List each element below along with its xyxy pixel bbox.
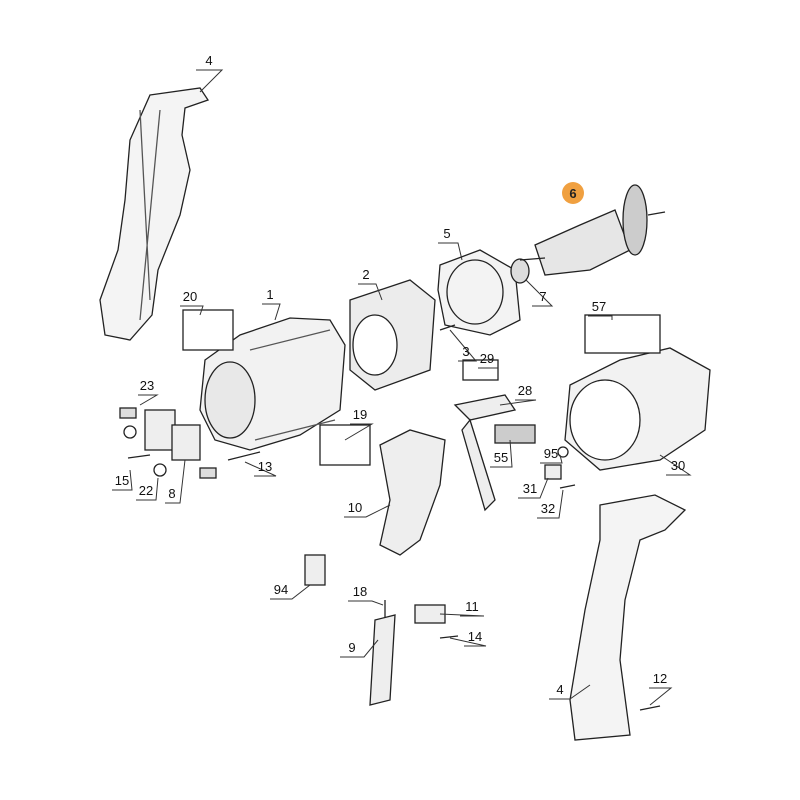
label-decal-57 (584, 314, 661, 354)
part-label-23[interactable]: 23 (139, 378, 155, 393)
label-decal-19 (319, 424, 371, 466)
part-label-29[interactable]: 29 (479, 351, 495, 366)
part-label-5[interactable]: 5 (443, 226, 451, 241)
handle-half-part (99, 87, 210, 341)
part-label-57[interactable]: 57 (591, 299, 607, 314)
part-label-15[interactable]: 15 (114, 473, 130, 488)
part-label-94[interactable]: 94 (273, 582, 289, 597)
part-label-28[interactable]: 28 (517, 383, 533, 398)
armature-part (534, 209, 631, 276)
part-label-14[interactable]: 14 (467, 629, 483, 644)
part-label-19[interactable]: 19 (352, 407, 368, 422)
part-label-3[interactable]: 3 (462, 344, 470, 359)
part-label-95[interactable]: 95 (543, 446, 559, 461)
part-label-8[interactable]: 8 (168, 486, 176, 501)
part-label-4-top[interactable]: 4 (205, 53, 213, 68)
part-label-1[interactable]: 1 (266, 287, 274, 302)
part-label-9[interactable]: 9 (348, 640, 356, 655)
bearing-part (510, 258, 530, 284)
part-label-13[interactable]: 13 (257, 459, 273, 474)
part-label-4-bottom[interactable]: 4 (556, 682, 564, 697)
part-label-10[interactable]: 10 (347, 500, 363, 515)
part-label-7[interactable]: 7 (539, 289, 547, 304)
part-label-30[interactable]: 30 (670, 458, 686, 473)
baffle-part (437, 249, 521, 336)
handle-half-part (569, 494, 687, 741)
label-decal-29 (462, 359, 499, 381)
label-decal-20 (182, 309, 234, 351)
part-label-6-highlighted[interactable]: 6 (562, 182, 584, 204)
part-label-2[interactable]: 2 (362, 267, 370, 282)
pad-part (494, 424, 536, 444)
part-label-20[interactable]: 20 (182, 289, 198, 304)
part-label-31[interactable]: 31 (522, 481, 538, 496)
part-label-18[interactable]: 18 (352, 584, 368, 599)
part-label-55[interactable]: 55 (493, 450, 509, 465)
switch-part (379, 429, 446, 556)
part-label-22[interactable]: 22 (138, 483, 154, 498)
part-label-11[interactable]: 11 (465, 599, 479, 614)
trigger-part (453, 394, 517, 512)
side-handle-part (369, 614, 396, 706)
part-label-12[interactable]: 12 (652, 671, 668, 686)
part-label-32[interactable]: 32 (540, 501, 556, 516)
